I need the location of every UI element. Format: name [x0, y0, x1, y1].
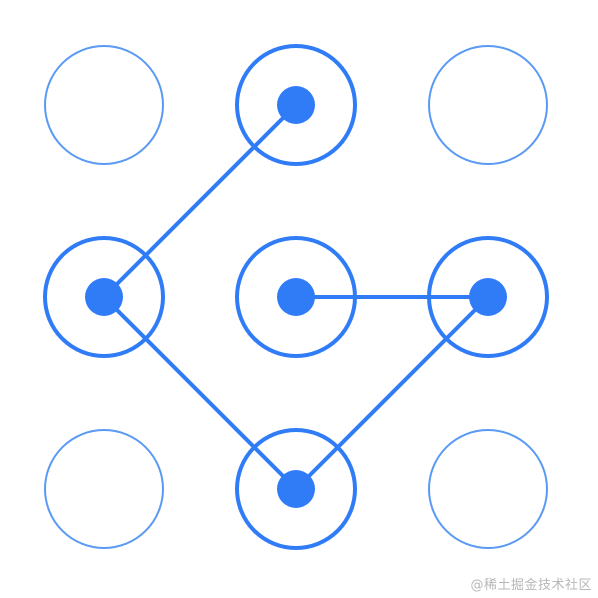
pattern-node-ring	[235, 236, 357, 358]
pattern-nodes	[43, 44, 549, 550]
pattern-node-4[interactable]	[43, 236, 165, 358]
pattern-path-segment	[102, 295, 298, 491]
pattern-node-ring	[44, 429, 164, 549]
pattern-node-5[interactable]	[235, 236, 357, 358]
pattern-path-segment	[294, 295, 490, 491]
pattern-node-8[interactable]	[235, 428, 357, 550]
pattern-node-dot	[277, 470, 315, 508]
pattern-path	[102, 103, 490, 491]
pattern-node-ring	[428, 45, 548, 165]
pattern-node-ring	[235, 44, 357, 166]
pattern-node-ring	[43, 236, 165, 358]
pattern-node-dot	[277, 86, 315, 124]
pattern-node-9[interactable]	[428, 429, 548, 549]
pattern-node-6[interactable]	[427, 236, 549, 358]
pattern-node-ring	[427, 236, 549, 358]
pattern-node-ring	[235, 428, 357, 550]
pattern-node-1[interactable]	[44, 45, 164, 165]
pattern-node-3[interactable]	[428, 45, 548, 165]
pattern-node-ring	[428, 429, 548, 549]
pattern-node-ring	[44, 45, 164, 165]
pattern-node-2[interactable]	[235, 44, 357, 166]
pattern-node-7[interactable]	[44, 429, 164, 549]
pattern-node-dot	[469, 278, 507, 316]
pattern-node-dot	[277, 278, 315, 316]
watermark-text: @稀土掘金技术社区	[470, 578, 592, 593]
pattern-path-segment	[102, 103, 298, 299]
pattern-node-dot	[85, 278, 123, 316]
